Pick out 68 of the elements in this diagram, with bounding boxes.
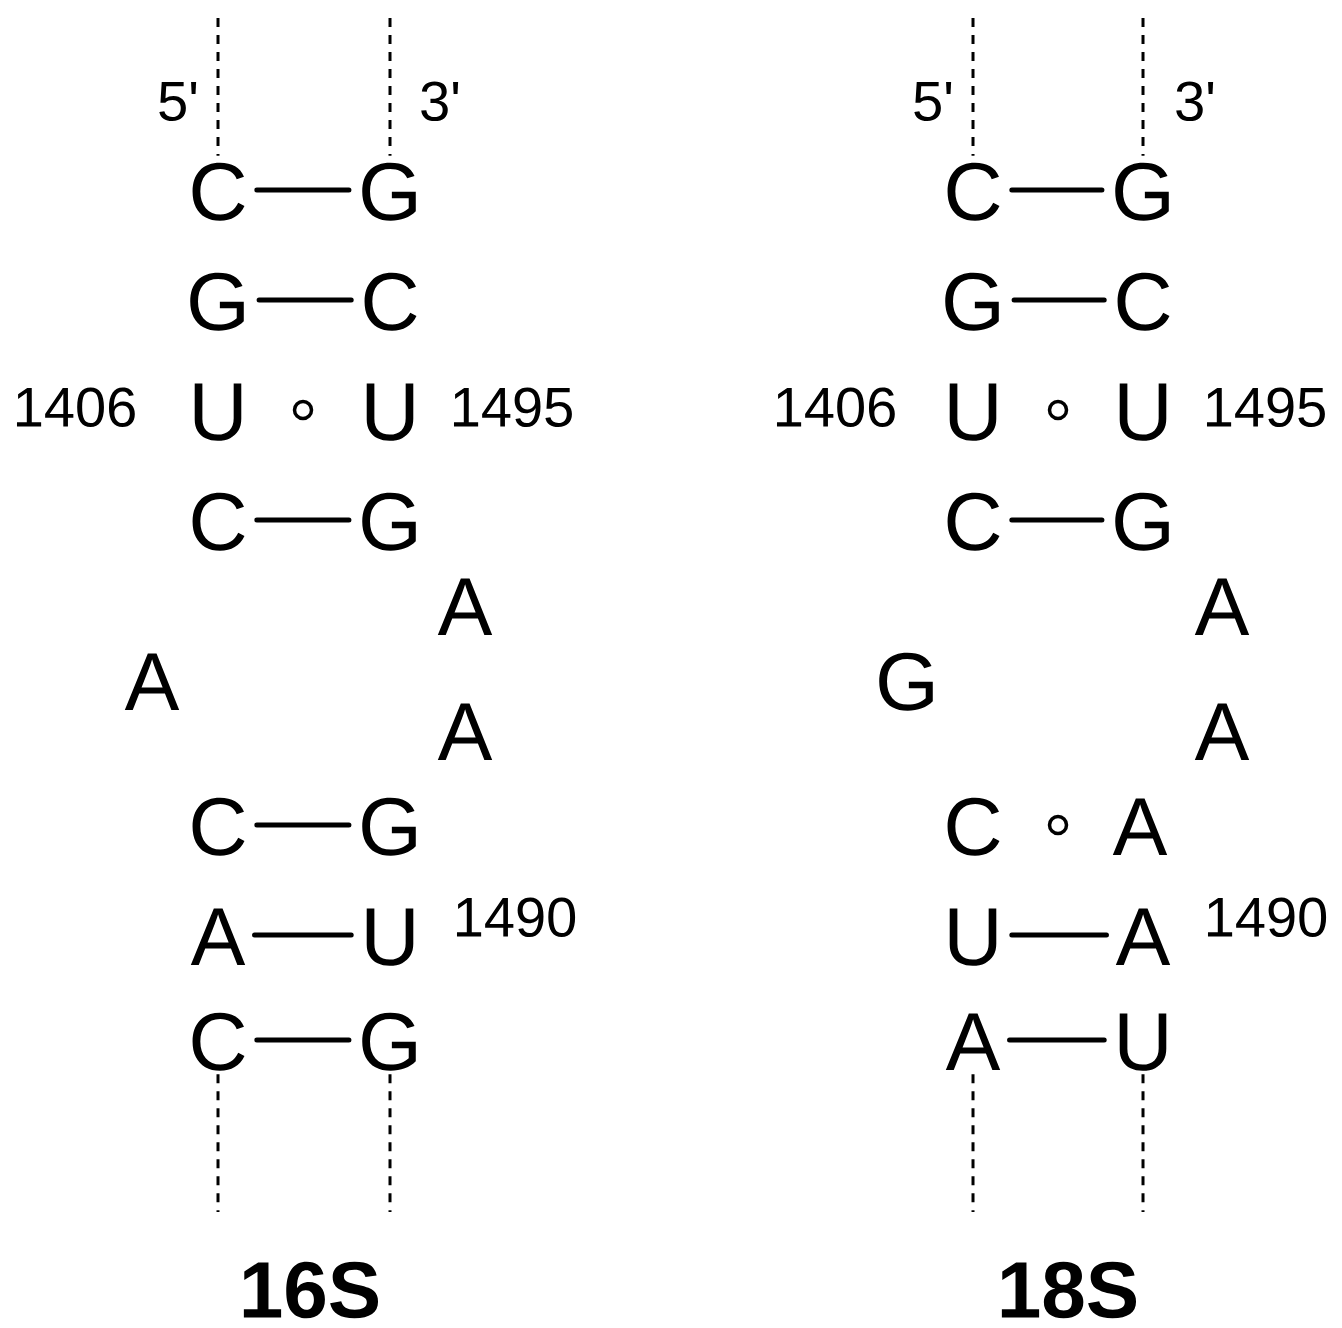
nucleotide-letter: A [124, 653, 180, 710]
position-number: 1406 [777, 387, 895, 428]
position-number: 1406 [17, 387, 135, 428]
pair-circle [1047, 399, 1069, 421]
base-pair-line [254, 822, 352, 828]
nucleotide-letter: C [1117, 272, 1170, 331]
nucleotide-letter: A [1194, 703, 1250, 760]
nucleotide-letter: A [437, 578, 493, 635]
nucleotide-letter: G [362, 492, 416, 551]
nucleotide-letter: C [192, 1012, 245, 1071]
nucleotide-letter: U [949, 383, 997, 441]
panel-title: 18S [1001, 1261, 1137, 1319]
nucleotide-letter: A [1112, 798, 1168, 855]
panel-title: 16S [243, 1261, 379, 1319]
base-pair-line [254, 187, 352, 193]
strand-line [971, 1074, 975, 1212]
nucleotide-letter: A [945, 1013, 1001, 1070]
nucleotide-letter: C [947, 797, 1000, 856]
nucleotide-letter: G [190, 272, 244, 331]
position-number: 1495 [1207, 387, 1325, 428]
strand-line [216, 18, 220, 156]
nucleotide-letter: U [949, 908, 997, 966]
pair-circle [1047, 814, 1069, 836]
base-pair-line [254, 517, 352, 523]
nucleotide-letter: U [366, 908, 414, 966]
nucleotide-letter: C [947, 162, 1000, 221]
base-pair-line [256, 297, 354, 303]
nucleotide-letter: G [1115, 162, 1169, 221]
position-number: 1490 [457, 897, 576, 938]
nucleotide-letter: A [437, 703, 493, 760]
nucleotide-letter: U [1119, 1013, 1167, 1071]
nucleotide-letter: A [1115, 908, 1171, 965]
pair-circle [292, 399, 314, 421]
nucleotide-letter: G [362, 797, 416, 856]
base-pair-line [252, 932, 354, 938]
position-number: 1495 [454, 387, 572, 428]
strand-line [388, 1074, 392, 1212]
end-label: 3' [421, 81, 459, 122]
nucleotide-letter: G [362, 162, 416, 221]
end-label: 3' [1176, 81, 1214, 122]
end-label: 5' [914, 81, 952, 122]
nucleotide-letter: C [947, 492, 1000, 551]
nucleotide-letter: G [879, 652, 933, 711]
nucleotide-letter: C [192, 797, 245, 856]
base-pair-line [1011, 297, 1107, 303]
nucleotide-letter: U [366, 383, 414, 441]
nucleotide-letter: G [1115, 492, 1169, 551]
nucleotide-letter: U [194, 383, 242, 441]
strand-line [1141, 18, 1145, 156]
nucleotide-letter: C [364, 272, 417, 331]
nucleotide-letter: A [1194, 578, 1250, 635]
end-label: 5' [159, 81, 197, 122]
strand-line [971, 18, 975, 156]
nucleotide-letter: A [190, 908, 246, 965]
strand-line [1141, 1074, 1145, 1212]
nucleotide-letter: G [945, 272, 999, 331]
position-number: 1490 [1208, 897, 1327, 938]
strand-line [216, 1074, 220, 1212]
nucleotide-letter: G [362, 1012, 416, 1071]
nucleotide-letter: C [192, 162, 245, 221]
base-pair-line [1009, 932, 1109, 938]
nucleotide-letter: U [1119, 383, 1167, 441]
nucleotide-letter: C [192, 492, 245, 551]
base-pair-line [254, 1037, 352, 1043]
base-pair-line [1009, 187, 1105, 193]
strand-line [388, 18, 392, 156]
base-pair-line [1007, 1037, 1107, 1043]
base-pair-line [1009, 517, 1105, 523]
